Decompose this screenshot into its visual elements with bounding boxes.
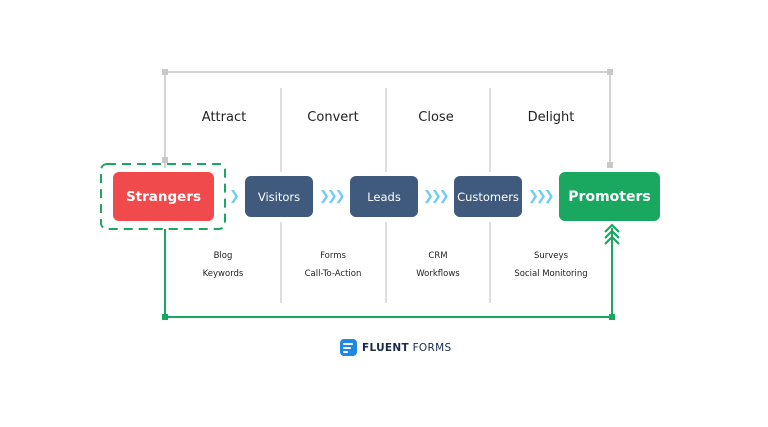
tool-call-to-action: Call-To-Action — [304, 269, 362, 279]
bottom-loop-corner-right — [609, 314, 615, 320]
chevron-arrow-icon: ❯❯❯ — [528, 189, 555, 204]
tool-forms: Forms — [320, 251, 346, 261]
stage-convert: Convert — [307, 110, 359, 125]
bottom-loop-arrowhead — [604, 223, 620, 245]
tools-attract: Blog Keywords — [168, 247, 278, 283]
strangers-dashed-frame — [100, 163, 226, 230]
tools-close: CRM Workflows — [383, 247, 493, 283]
tool-surveys: Surveys — [534, 251, 568, 261]
node-leads: Leads — [350, 176, 418, 217]
top-loop-corner-left — [162, 69, 168, 75]
logo-text: FLUENT FORMS — [362, 342, 451, 354]
top-loop-corner-right — [607, 69, 613, 75]
node-promoters: Promoters — [559, 172, 660, 221]
bottom-loop-line — [164, 228, 613, 318]
tools-convert: Forms Call-To-Action — [278, 247, 388, 283]
node-visitors: Visitors — [245, 176, 313, 217]
stage-delight: Delight — [527, 110, 575, 125]
logo-text-bold: FLUENT — [362, 341, 409, 354]
tool-blog: Blog — [213, 251, 233, 261]
top-loop-end-left — [162, 157, 168, 163]
stage-close: Close — [418, 110, 454, 125]
tool-keywords: Keywords — [202, 269, 244, 279]
node-strangers: Strangers — [113, 172, 214, 221]
node-customers: Customers — [454, 176, 522, 217]
fluent-forms-logo-icon — [340, 339, 357, 356]
tool-workflows: Workflows — [416, 269, 460, 279]
logo-text-light: FORMS — [412, 341, 452, 354]
stage-attract: Attract — [201, 110, 247, 125]
bottom-loop-corner-left — [162, 314, 168, 320]
tool-crm: CRM — [428, 251, 448, 261]
chevron-arrow-icon: ❯ — [229, 189, 240, 204]
chevron-arrow-icon: ❯❯❯ — [423, 189, 450, 204]
top-loop-end-right — [607, 162, 613, 168]
fluent-forms-logo: FLUENT FORMS — [340, 339, 451, 356]
tool-social-monitoring: Social Monitoring — [514, 269, 588, 279]
top-loop-line — [164, 71, 611, 168]
chevron-arrow-icon: ❯❯❯ — [319, 189, 346, 204]
tools-delight: Surveys Social Monitoring — [496, 247, 606, 283]
